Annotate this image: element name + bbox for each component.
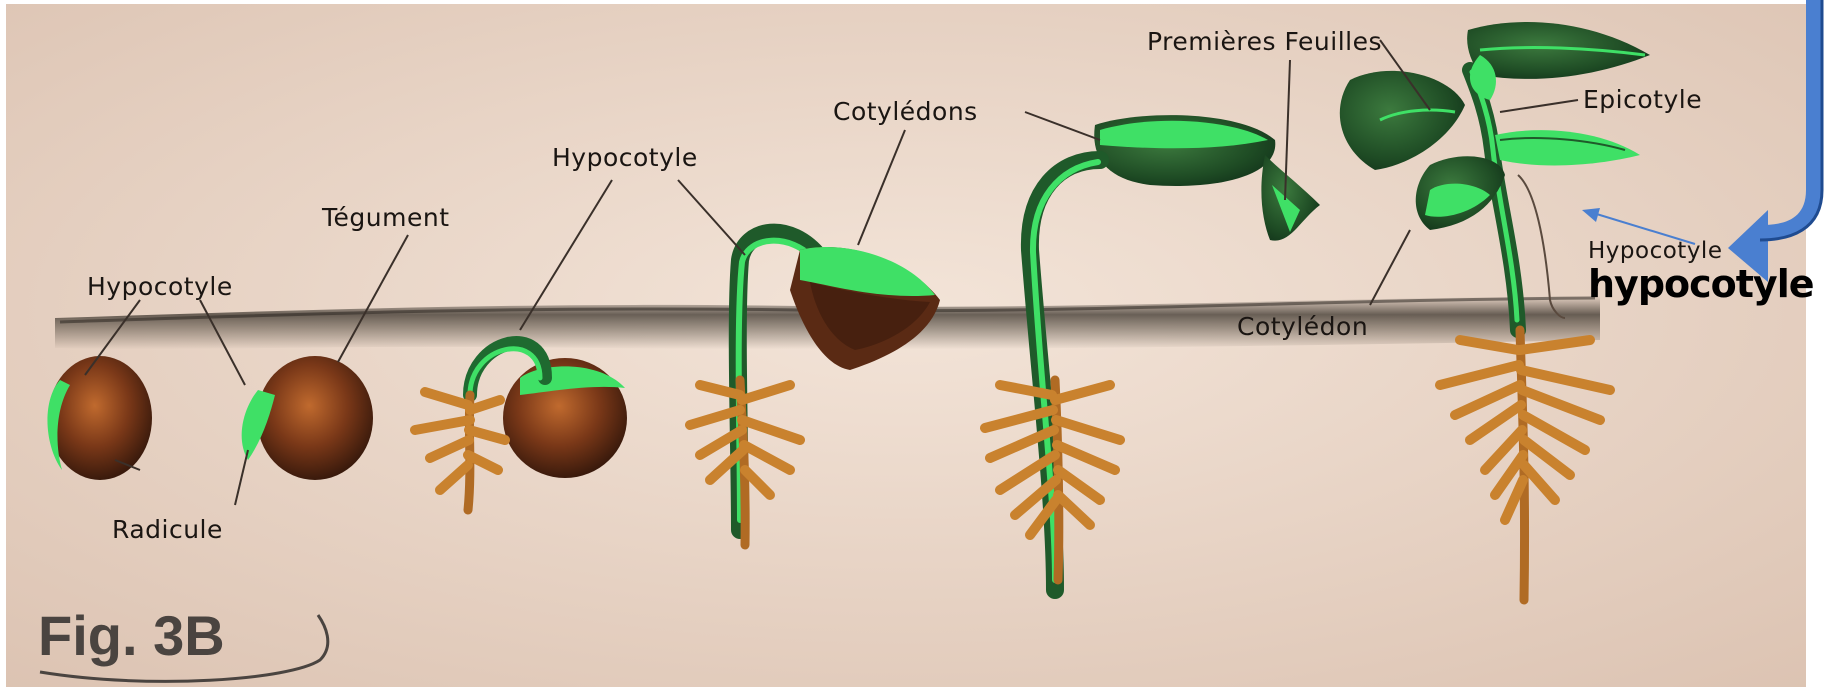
- label-hypocotyle-plant: Hypocotyle: [1588, 238, 1722, 264]
- label-premieres-feuilles: Premières Feuilles: [1147, 27, 1382, 56]
- seed-stage-1: [47, 356, 152, 480]
- label-tegument: Tégument: [321, 203, 450, 232]
- label-radicule: Radicule: [112, 515, 223, 544]
- label-hypocotyle-hook: Hypocotyle: [552, 143, 698, 172]
- label-cotyledons: Cotylédons: [833, 97, 978, 126]
- label-hypocotyle-seed: Hypocotyle: [87, 272, 233, 301]
- figure-caption: Fig. 3B: [38, 604, 225, 667]
- label-epicotyle: Epicotyle: [1583, 85, 1702, 114]
- annotation-hypocotyle: hypocotyle: [1588, 262, 1814, 306]
- label-cotyledon: Cotylédon: [1237, 312, 1368, 341]
